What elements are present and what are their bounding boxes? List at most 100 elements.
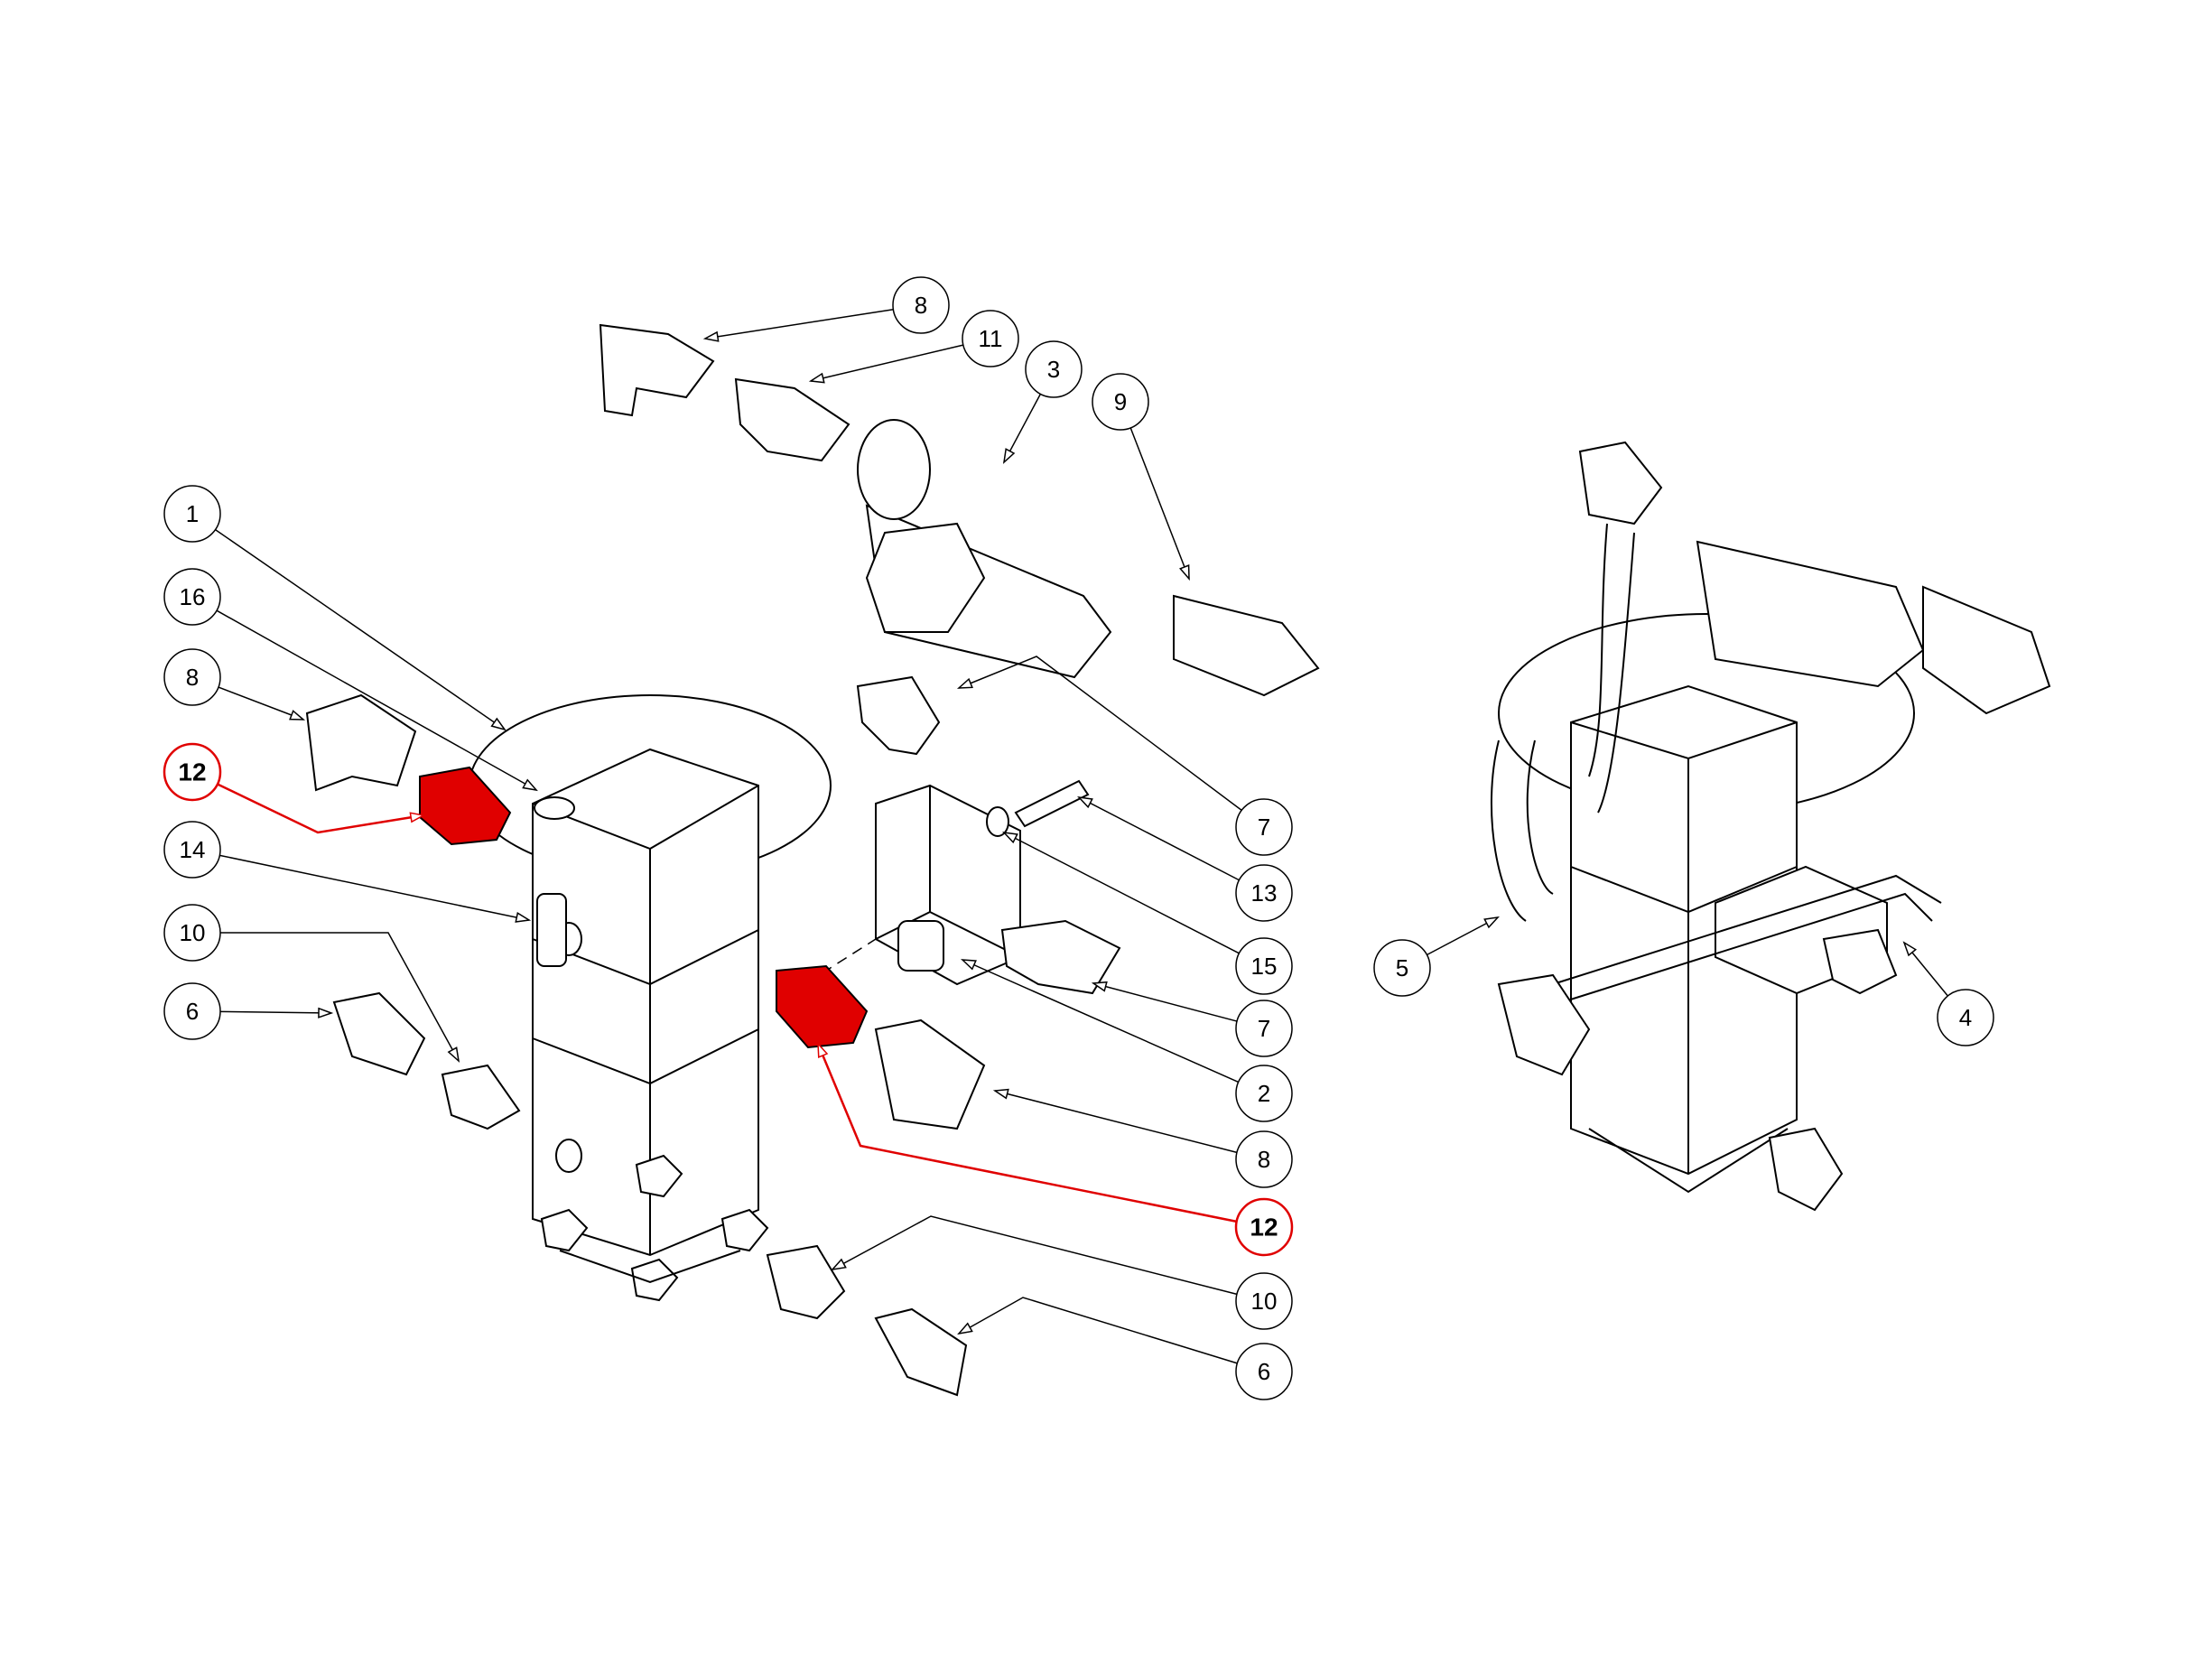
leader-line <box>1092 982 1238 1022</box>
leader-line <box>958 656 1242 812</box>
cap-nut <box>897 920 944 972</box>
leader-line <box>962 959 1239 1083</box>
callout-6: 6 <box>957 1297 1293 1400</box>
elbow-6-left <box>332 991 426 1076</box>
valve-port <box>857 419 931 520</box>
callout-label: 7 <box>1258 814 1270 841</box>
leader-line <box>1129 427 1190 580</box>
elbow-6-right <box>874 1307 968 1397</box>
callout-label: 6 <box>1258 1358 1270 1385</box>
assembled-elbow-right <box>1822 928 1898 995</box>
arrowhead <box>702 330 720 342</box>
callout-label: 16 <box>180 583 206 610</box>
leader-line <box>832 1215 1238 1296</box>
assembled-body <box>1570 684 1798 1176</box>
arrowhead <box>1077 795 1093 809</box>
callout-7: 7 <box>1091 981 1293 1057</box>
assembled-elbow-bottom <box>1768 1127 1844 1212</box>
tube-5 <box>1588 523 1635 814</box>
callout-balloon <box>1235 1065 1293 1122</box>
arrowhead <box>1002 448 1016 464</box>
arrowhead <box>817 1041 829 1058</box>
arrowhead <box>1179 564 1190 581</box>
callout-balloon <box>163 568 221 626</box>
leader-line <box>704 309 894 339</box>
callout-8: 8 <box>163 648 306 721</box>
callout-2: 2 <box>960 959 1293 1122</box>
washer-16 <box>534 796 575 820</box>
arrowhead <box>960 959 977 971</box>
callout-balloon <box>163 904 221 962</box>
arrowhead <box>522 778 538 792</box>
assembled-elbow <box>1578 441 1663 525</box>
pump-body <box>532 748 759 1257</box>
callout-balloon <box>1092 373 1149 431</box>
port-hole <box>555 1139 582 1173</box>
leader-line <box>1003 832 1240 954</box>
callout-8: 8 <box>992 1088 1293 1188</box>
arrowhead <box>289 710 306 721</box>
callout-label: 3 <box>1047 356 1060 383</box>
callout-balloon <box>1235 1343 1293 1400</box>
arrowhead <box>490 717 507 731</box>
callout-label: 8 <box>915 292 927 319</box>
callout-label: 8 <box>1258 1146 1270 1173</box>
arrowhead <box>318 1007 334 1018</box>
arrowhead <box>956 677 973 689</box>
arrowhead <box>957 1322 973 1335</box>
callout-10: 10 <box>831 1215 1293 1330</box>
adapter-11 <box>734 377 850 462</box>
callout-label: 9 <box>1114 388 1127 415</box>
callout-11: 11 <box>808 310 1019 384</box>
leader-line <box>1078 796 1240 881</box>
pump-body-edges <box>532 785 759 1255</box>
leader-line <box>958 1297 1238 1364</box>
callout-label: 11 <box>979 325 1003 352</box>
arrowhead <box>831 1258 847 1271</box>
callout-label: 10 <box>1251 1288 1278 1315</box>
callout-16: 16 <box>163 568 538 792</box>
assembled-elbow-low <box>1497 973 1591 1076</box>
leader-line <box>218 686 304 721</box>
callout-label: 4 <box>1959 1004 1972 1031</box>
washer-15 <box>986 806 1009 837</box>
arrowhead <box>409 812 426 823</box>
bolt-13 <box>1014 779 1090 828</box>
tube-4 <box>1552 874 1942 1003</box>
adapter-10-right <box>766 1244 846 1320</box>
fitting-12-right-highlighted <box>776 964 869 1049</box>
callout-label: 5 <box>1396 954 1408 981</box>
callout-14: 14 <box>163 821 532 923</box>
callout-balloon <box>163 821 221 879</box>
callout-balloon <box>1235 1000 1293 1057</box>
assembled-fitting <box>1922 585 2051 715</box>
leader-line <box>219 1010 332 1014</box>
callout-label: 15 <box>1251 953 1278 980</box>
leader-line <box>217 783 424 834</box>
callout-balloon <box>1373 939 1431 997</box>
callout-balloon <box>163 982 221 1040</box>
leader-line <box>219 854 530 921</box>
callout-3: 3 <box>1002 340 1083 464</box>
leader-line <box>1427 916 1499 956</box>
callout-15: 15 <box>1002 831 1293 995</box>
callout-12: 12 <box>816 1041 1294 1257</box>
callout-label: 2 <box>1258 1080 1270 1107</box>
arrowhead <box>515 912 532 923</box>
leader-line <box>994 1090 1238 1154</box>
callout-1: 1 <box>163 485 507 731</box>
callout-balloon <box>1235 937 1293 995</box>
callout-balloon <box>1234 1197 1294 1257</box>
pin-14 <box>536 893 567 967</box>
callout-label: 14 <box>180 836 206 863</box>
callout-label: 1 <box>186 500 199 527</box>
arrowhead <box>1483 916 1500 929</box>
callout-13: 13 <box>1077 795 1293 922</box>
elbow-8-right <box>874 1018 986 1130</box>
valve-hex <box>865 522 986 633</box>
arrowhead <box>992 1088 1009 1100</box>
callout-balloon <box>1937 989 1994 1046</box>
callout-label: 13 <box>1251 879 1278 907</box>
leader-line <box>816 1043 1237 1223</box>
